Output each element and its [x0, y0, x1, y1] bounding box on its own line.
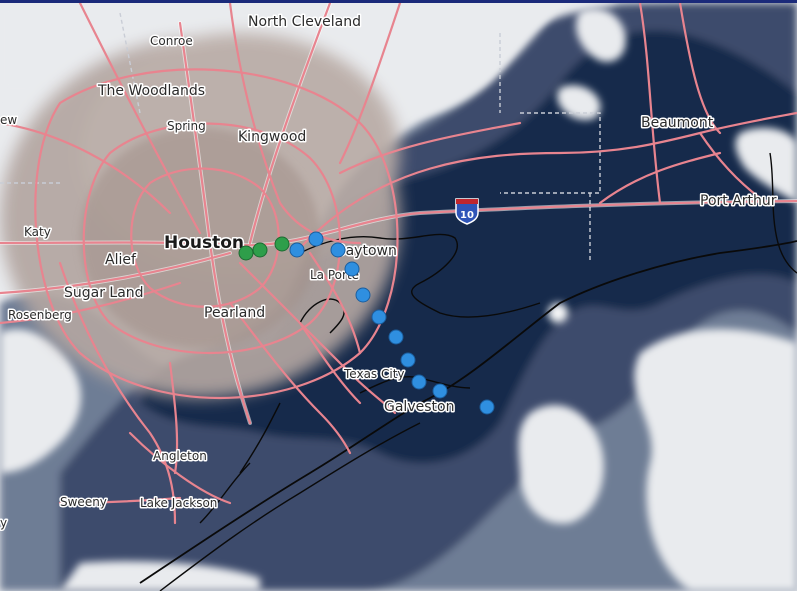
city-label-angleton: Angleton	[153, 449, 207, 463]
city-label-galveston: Galveston	[384, 399, 454, 415]
shield-label: 10	[460, 210, 474, 221]
city-label-beaumont: Beaumont	[641, 115, 714, 131]
coastline	[139, 152, 797, 591]
city-label-houston: Houston	[164, 233, 244, 253]
marker-blue[interactable]	[355, 287, 371, 303]
city-label-rosenberg: Rosenberg	[8, 308, 72, 322]
marker-blue[interactable]	[371, 309, 387, 325]
city-label-alief: Alief	[105, 252, 137, 268]
marker-blue[interactable]	[411, 374, 427, 390]
marker-blue[interactable]	[400, 352, 416, 368]
city-label-the-woodlands: The Woodlands	[97, 83, 205, 99]
city-label-katy: Katy	[24, 225, 51, 239]
marker-blue[interactable]	[308, 231, 324, 247]
city-label-spring: Spring	[167, 119, 206, 133]
marker-green[interactable]	[252, 242, 268, 258]
county-boundaries	[0, 12, 601, 263]
city-label-port-arthur: Port Arthur	[700, 193, 777, 209]
interstate-shield: 10	[455, 198, 479, 225]
city-label-conroe: Conroe	[150, 34, 193, 48]
marker-green[interactable]	[274, 236, 290, 252]
map-canvas[interactable]: 10 North Cleveland Conroe The Woodlands …	[0, 3, 797, 591]
city-label-texas-city: Texas City	[343, 367, 405, 381]
road-network	[0, 3, 797, 525]
city-label-north-cleveland: North Cleveland	[248, 14, 361, 30]
marker-blue[interactable]	[432, 383, 448, 399]
city-label-kingwood: Kingwood	[238, 129, 306, 145]
city-label-sugar-land: Sugar Land	[64, 285, 144, 301]
city-label-edge-y: y	[0, 516, 7, 530]
marker-blue[interactable]	[344, 261, 360, 277]
city-label-sweeny: Sweeny	[60, 495, 107, 509]
city-label-edge-ew: ew	[0, 113, 17, 127]
marker-blue[interactable]	[388, 329, 404, 345]
city-label-baytown: Baytown	[336, 243, 397, 259]
metro-core	[80, 128, 320, 348]
marker-green[interactable]	[238, 245, 254, 261]
station-markers[interactable]	[238, 231, 495, 415]
marker-blue[interactable]	[479, 399, 495, 415]
marker-blue[interactable]	[330, 242, 346, 258]
marker-blue[interactable]	[289, 242, 305, 258]
city-label-pearland: Pearland	[204, 305, 265, 321]
city-label-lake-jackson: Lake Jackson	[140, 496, 217, 510]
city-labels: North Cleveland Conroe The Woodlands Spr…	[0, 13, 778, 532]
